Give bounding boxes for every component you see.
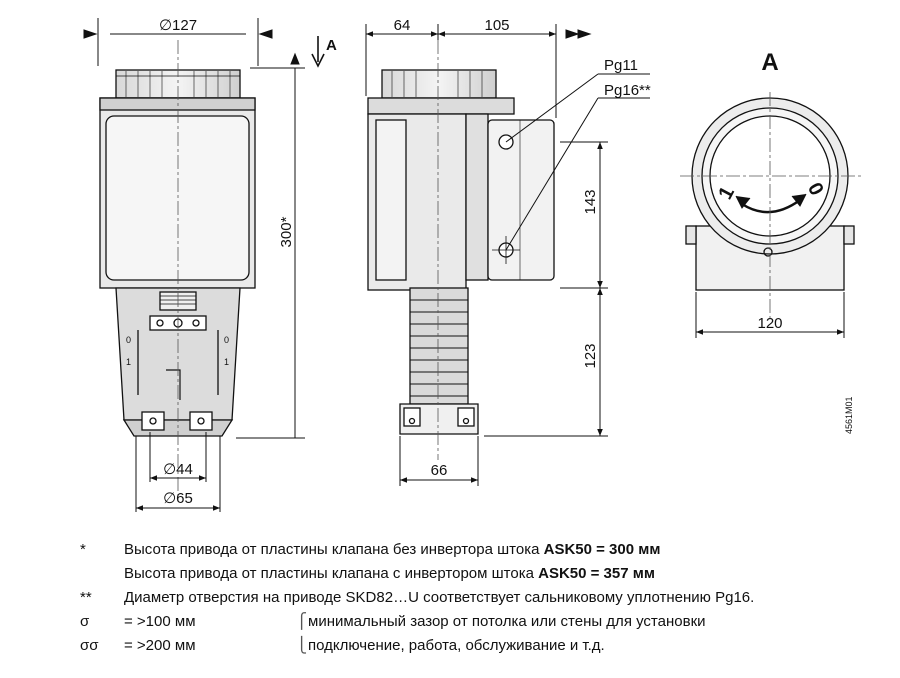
view-arrow-a-label: A — [326, 37, 337, 54]
dim-65 — [135, 436, 221, 512]
dim-105-label: 105 — [484, 17, 509, 34]
dim-64-105 — [365, 24, 592, 118]
footnote-row: σσ = >200 мм ⎩ подключение, работа, обсл… — [80, 634, 880, 658]
footnote-symbol: σσ — [80, 637, 99, 654]
dim-66-label: 66 — [431, 462, 448, 479]
drawing-code: 4561M01 — [844, 396, 854, 434]
footnote-row: Высота привода от пластины клапана с инв… — [80, 562, 880, 586]
dim-64-label: 64 — [394, 17, 411, 34]
dim-65-label: ∅65 — [163, 490, 193, 507]
dim-127-label: ∅127 — [159, 17, 197, 34]
footnote-text: подключение, работа, обслуживание и т.д. — [308, 637, 605, 654]
dim-120-label: 120 — [757, 315, 782, 332]
svg-text:1: 1 — [126, 357, 131, 367]
brace-top-icon: ⎧ — [296, 613, 308, 630]
dim-143-label: 143 — [582, 189, 599, 214]
footnotes: * Высота привода от пластины клапана без… — [80, 538, 880, 658]
footnote-value: = >100 мм — [124, 613, 196, 630]
pg11-label: Pg11 — [604, 57, 638, 74]
svg-text:1: 1 — [224, 357, 229, 367]
footnote-symbol: ** — [80, 589, 92, 606]
dim-127 — [83, 18, 273, 66]
footnote-symbol: σ — [80, 613, 90, 630]
dim-44-label: ∅44 — [163, 461, 193, 478]
footnote-bold: ASK50 = 357 мм — [538, 565, 655, 582]
technical-drawing: 0 1 0 1 ∅127 300* A ∅44 ∅65 — [83, 17, 862, 512]
view-a-title: A — [761, 49, 778, 76]
footnote-bold: ASK50 = 300 мм — [543, 541, 661, 558]
pg-callouts — [505, 73, 650, 251]
footnote-text: минимальный зазор от потолка или стены д… — [308, 613, 706, 630]
dim-66 — [399, 436, 479, 486]
footnote-text: Диаметр отверстия на приводе SKD82…U соо… — [124, 589, 755, 606]
footnote-text: Высота привода от пластины клапана без и… — [124, 541, 544, 558]
side-view — [367, 69, 555, 435]
footnote-row: σ = >100 мм ⎧ минимальный зазор от потол… — [80, 610, 880, 634]
brace-bottom-icon: ⎩ — [296, 637, 308, 654]
svg-text:0: 0 — [126, 335, 131, 345]
pg16-label: Pg16** — [604, 82, 651, 99]
dim-120 — [695, 292, 845, 338]
dim-300 — [236, 52, 305, 439]
footnote-row: ** Диаметр отверстия на приводе SKD82…U … — [80, 586, 880, 610]
dim-44 — [149, 432, 207, 482]
dim-300-label: 300* — [278, 216, 295, 247]
view-arrow-a — [311, 36, 325, 68]
svg-text:0: 0 — [224, 335, 229, 345]
dim-143-123 — [484, 141, 608, 437]
footnote-text: Высота привода от пластины клапана с инв… — [124, 565, 539, 582]
dim-123-label: 123 — [582, 343, 599, 368]
front-view: 0 1 0 1 — [99, 69, 256, 437]
footnote-value: = >200 мм — [124, 637, 196, 654]
footnote-row: * Высота привода от пластины клапана без… — [80, 538, 880, 562]
footnote-symbol: * — [80, 541, 86, 558]
